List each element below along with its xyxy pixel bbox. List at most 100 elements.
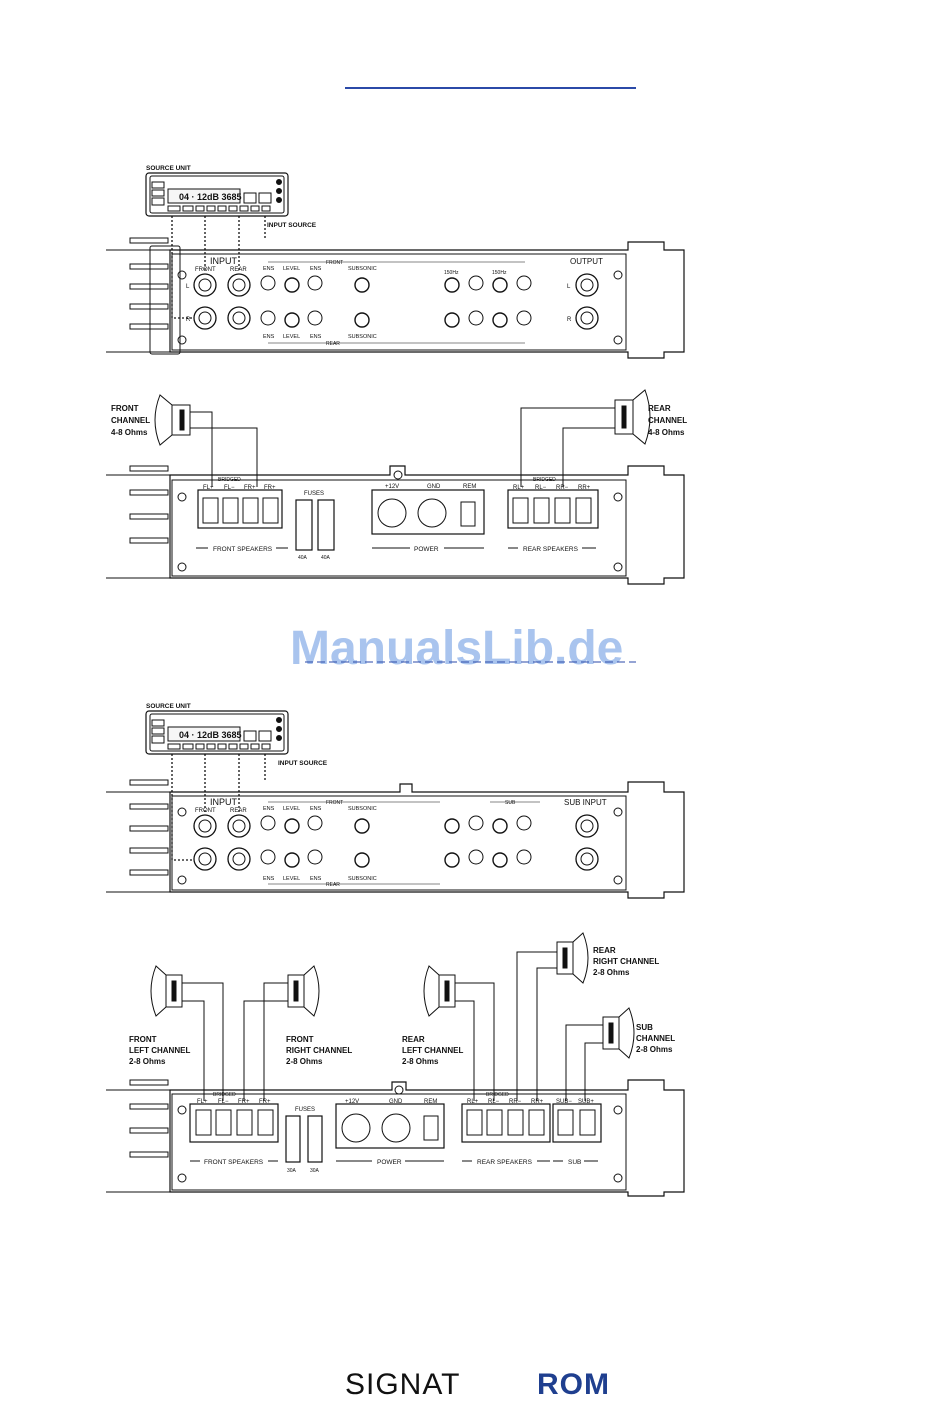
watermark: ManualsLib.de: [290, 622, 623, 675]
svg-text:L: L: [186, 284, 190, 290]
svg-text:R: R: [567, 317, 572, 323]
svg-text:FRONT: FRONT: [286, 1035, 314, 1044]
svg-text:ENS: ENS: [263, 806, 275, 812]
svg-text:SOURCE UNIT: SOURCE UNIT: [146, 703, 191, 710]
svg-text:BRIDGED: BRIDGED: [218, 477, 241, 483]
diagram-1-input-panel: SOURCE UNIT 04 · 12dB 3685 INPUT SOURCE: [106, 165, 685, 359]
svg-text:POWER: POWER: [377, 1159, 402, 1166]
svg-text:40A: 40A: [298, 555, 308, 561]
svg-text:SUB+: SUB+: [578, 1099, 594, 1105]
source-unit-label: SOURCE UNIT: [146, 165, 191, 172]
svg-text:FRONT: FRONT: [111, 404, 139, 413]
speaker-front-right: [287, 965, 320, 1017]
svg-text:REAR SPEAKERS: REAR SPEAKERS: [523, 546, 579, 553]
ens-knob-fl: [260, 275, 276, 291]
svg-text:30A: 30A: [287, 1168, 297, 1174]
svg-text:FUSES: FUSES: [295, 1107, 315, 1113]
svg-text:LEVEL: LEVEL: [283, 806, 300, 812]
power-block: [371, 489, 485, 535]
svg-text:RL+: RL+: [513, 485, 525, 491]
svg-text:ENS: ENS: [310, 806, 322, 812]
source-display: 04 · 12dB 3685: [179, 192, 242, 202]
svg-text:REM: REM: [424, 1099, 437, 1105]
svg-text:LEFT CHANNEL: LEFT CHANNEL: [129, 1046, 190, 1055]
svg-text:RL−: RL−: [535, 485, 547, 491]
rca-jacks-1: [193, 273, 251, 330]
svg-text:L: L: [567, 284, 571, 290]
svg-text:RR+: RR+: [578, 485, 591, 491]
svg-text:FL+: FL+: [197, 1099, 208, 1105]
svg-text:BRIDGED: BRIDGED: [486, 1092, 509, 1098]
speaker-rear: [614, 389, 651, 445]
source-unit: 04 · 12dB 3685: [145, 172, 289, 217]
svg-text:REAR SPEAKERS: REAR SPEAKERS: [477, 1159, 533, 1166]
fuse-2: [317, 499, 335, 551]
front-label: FRONT: [195, 267, 216, 273]
x-knob-1: [444, 277, 460, 293]
svg-text:SUBSONIC: SUBSONIC: [348, 876, 377, 882]
svg-text:ENS: ENS: [310, 334, 322, 340]
svg-text:2-8 Ohms: 2-8 Ohms: [129, 1057, 166, 1066]
svg-text:GND: GND: [389, 1099, 403, 1105]
svg-text:ENS: ENS: [310, 266, 322, 272]
svg-text:FRONT SPEAKERS: FRONT SPEAKERS: [204, 1159, 264, 1166]
svg-text:40A: 40A: [321, 555, 331, 561]
svg-text:REM: REM: [463, 484, 476, 490]
svg-text:GND: GND: [427, 484, 441, 490]
terminal-block-rear: [507, 489, 599, 529]
svg-text:R: R: [186, 317, 191, 323]
svg-text:INPUT: INPUT: [210, 797, 238, 807]
svg-text:REAR: REAR: [593, 946, 616, 955]
svg-text:SUBSONIC: SUBSONIC: [348, 334, 377, 340]
svg-text:30A: 30A: [310, 1168, 320, 1174]
svg-text:FR+: FR+: [238, 1099, 250, 1105]
brand-signat: SIGNAT: [345, 1368, 461, 1401]
svg-text:RIGHT CHANNEL: RIGHT CHANNEL: [286, 1046, 352, 1055]
speaker-sub: [602, 1007, 635, 1059]
svg-text:2-8 Ohms: 2-8 Ohms: [593, 968, 630, 977]
speaker-rear-right: [556, 932, 589, 984]
diagram-4-speaker-panel: FRONT LEFT CHANNEL 2-8 Ohms FRONT RIGHT …: [106, 932, 685, 1197]
rear-bus-label: REAR: [326, 341, 340, 347]
svg-text:LEVEL: LEVEL: [283, 876, 300, 882]
svg-text:CHANNEL: CHANNEL: [111, 416, 150, 425]
svg-text:+12V: +12V: [385, 484, 399, 490]
subsonic-knob-front: [354, 277, 370, 293]
amp-chassis-1: [106, 237, 685, 359]
ens-knob-fr: [307, 275, 323, 291]
speaker-front: [154, 394, 191, 446]
svg-text:RR−: RR−: [556, 485, 569, 491]
svg-text:CHANNEL: CHANNEL: [636, 1034, 675, 1043]
svg-text:SUB: SUB: [636, 1023, 653, 1032]
terminal-block-front: [197, 489, 283, 529]
svg-text:SUBSONIC: SUBSONIC: [348, 806, 377, 812]
svg-text:RR+: RR+: [531, 1099, 544, 1105]
svg-text:04 · 12dB 3685: 04 · 12dB 3685: [179, 730, 242, 740]
level-knob-front: [284, 277, 300, 293]
svg-text:BRIDGED: BRIDGED: [213, 1092, 236, 1098]
svg-text:LEVEL: LEVEL: [283, 334, 300, 340]
front-bus-label: FRONT: [326, 260, 343, 266]
svg-text:FR+: FR+: [259, 1099, 271, 1105]
x-knob-2: [492, 277, 508, 293]
speaker-front-left: [150, 965, 183, 1017]
svg-text:SUB: SUB: [505, 800, 516, 806]
input-label: INPUT: [210, 256, 238, 266]
svg-text:RL−: RL−: [488, 1099, 500, 1105]
svg-text:2-8 Ohms: 2-8 Ohms: [286, 1057, 323, 1066]
brand-rom: ROM: [537, 1368, 610, 1401]
svg-text:LEVEL: LEVEL: [283, 266, 300, 272]
svg-text:FRONT SPEAKERS: FRONT SPEAKERS: [213, 546, 273, 553]
speaker-rear-left: [423, 965, 456, 1017]
svg-text:FR+: FR+: [244, 485, 256, 491]
svg-text:SUB−: SUB−: [556, 1099, 572, 1105]
svg-text:4-8 Ohms: 4-8 Ohms: [648, 428, 685, 437]
svg-text:4-8 Ohms: 4-8 Ohms: [111, 428, 148, 437]
rear-label: REAR: [230, 267, 247, 273]
svg-text:FUSES: FUSES: [304, 491, 324, 497]
svg-text:INPUT SOURCE: INPUT SOURCE: [278, 760, 328, 767]
svg-text:RIGHT CHANNEL: RIGHT CHANNEL: [593, 957, 659, 966]
svg-text:REAR: REAR: [648, 404, 671, 413]
svg-text:ENS: ENS: [263, 876, 275, 882]
